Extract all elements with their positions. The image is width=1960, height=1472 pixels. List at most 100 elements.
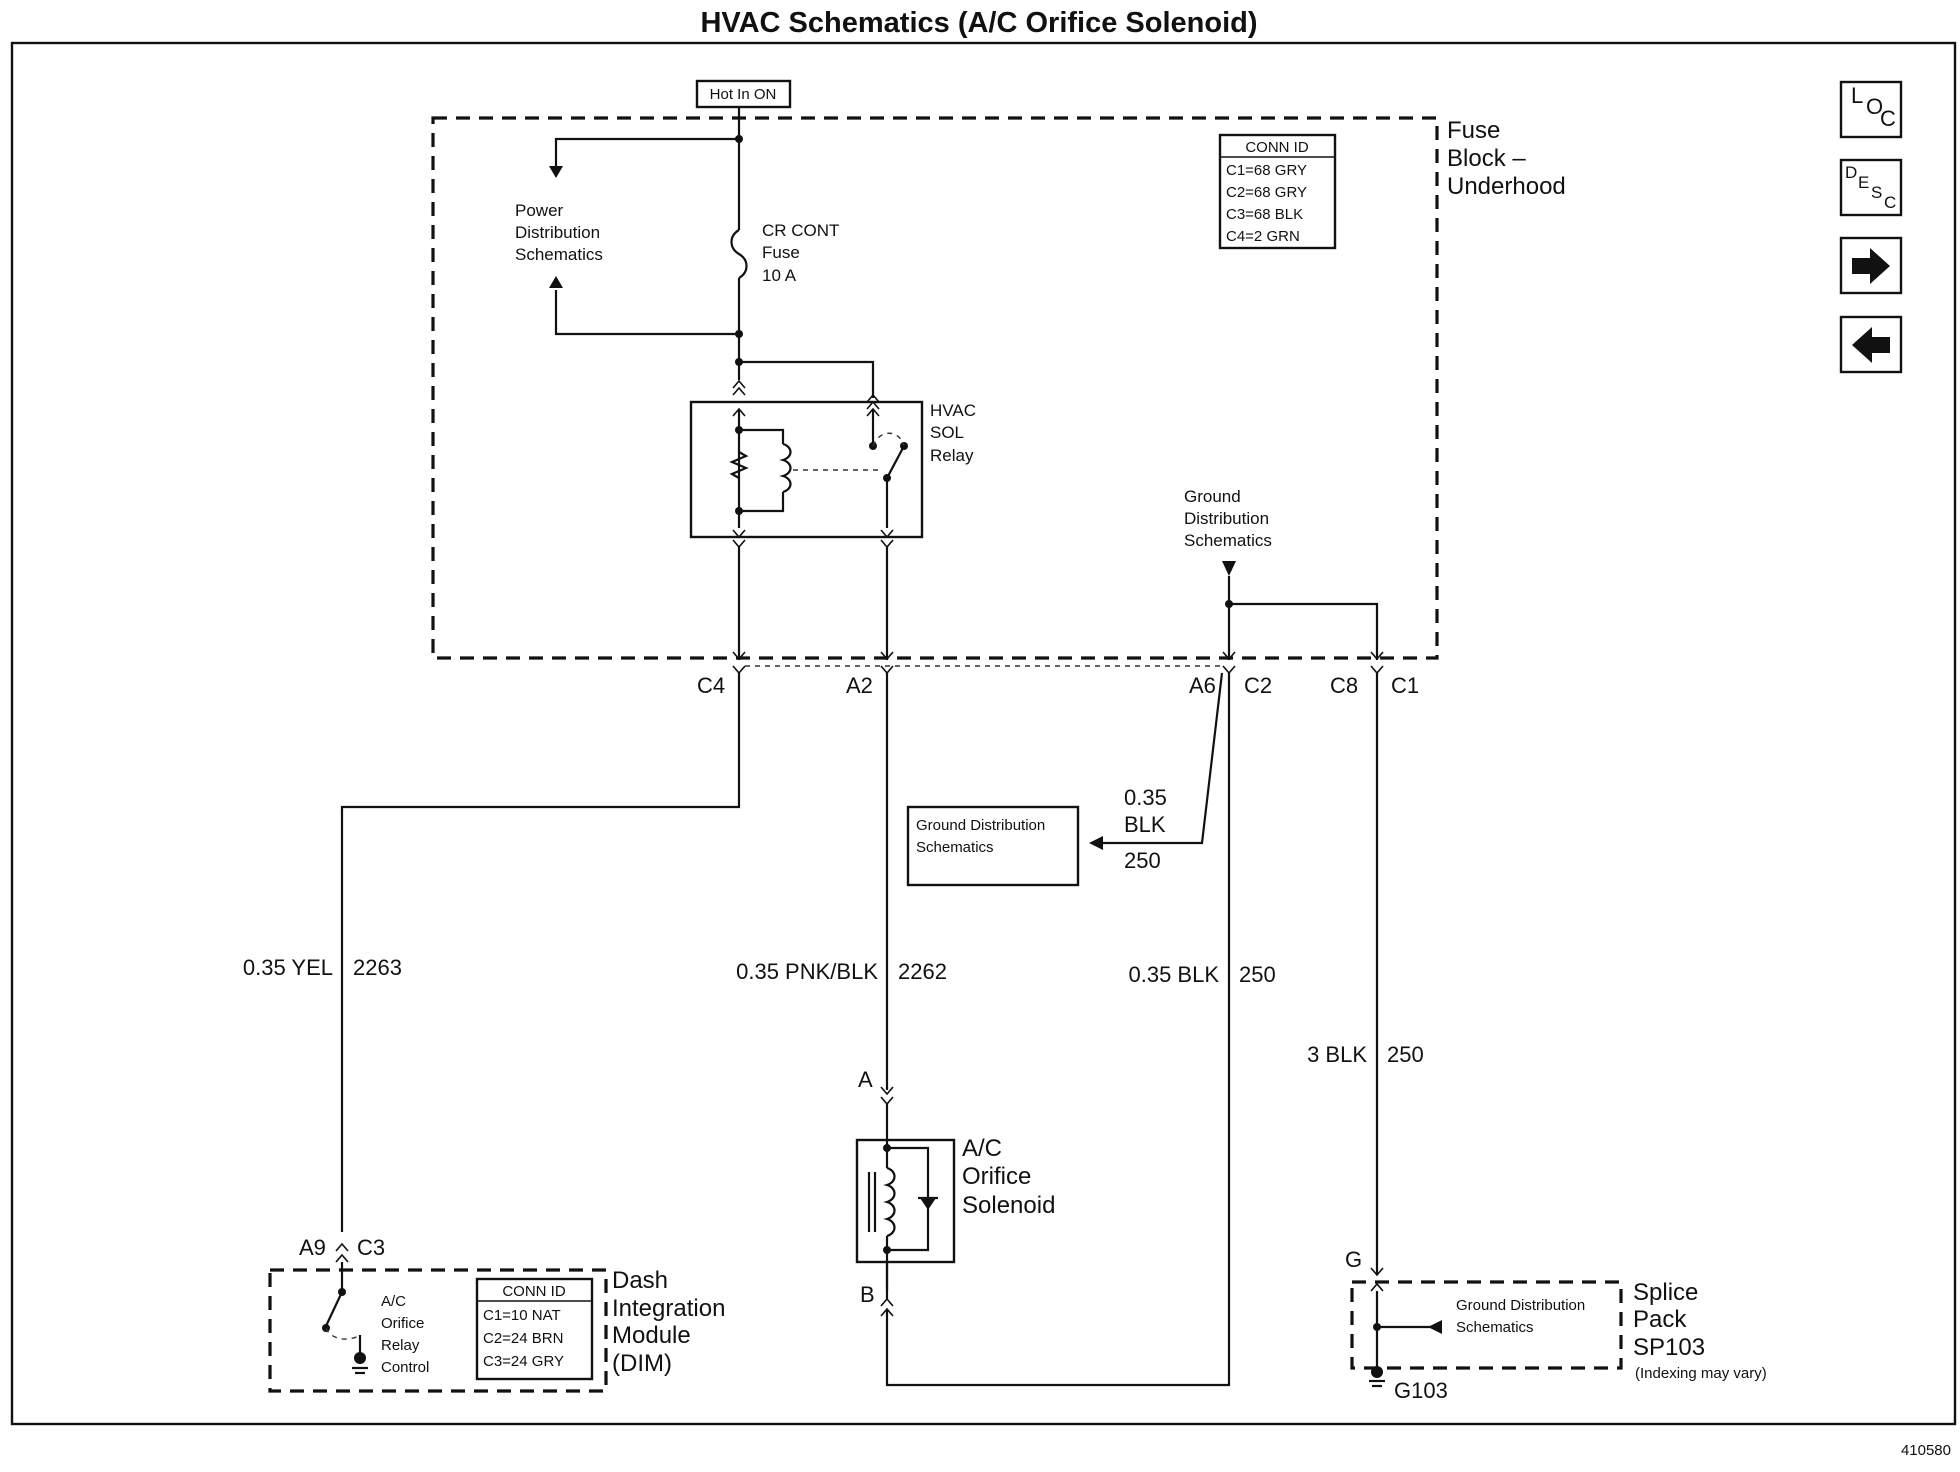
ac-orifice-solenoid-box xyxy=(855,1138,956,1264)
dim-switch-blade xyxy=(325,1291,343,1327)
wire-yel-gauge: 0.35 YEL xyxy=(243,955,333,980)
desc-letter-d: D xyxy=(1845,163,1857,182)
ground-wire-circuit: 250 xyxy=(1124,848,1161,873)
pin-g: G xyxy=(1345,1247,1362,1272)
prev-page-button[interactable] xyxy=(1839,315,1903,374)
diode-icon xyxy=(920,1198,936,1210)
pin-a9: A9 xyxy=(299,1235,326,1260)
pin-b: B xyxy=(860,1282,875,1307)
conn-id-row: C1=68 GRY xyxy=(1226,162,1307,179)
ground-c1-internal-wire xyxy=(1229,602,1379,660)
connector-chevron xyxy=(732,379,746,389)
dim-label-4: (DIM) xyxy=(612,1350,672,1377)
resistor-symbol xyxy=(729,451,749,479)
connector-chevron xyxy=(880,539,894,549)
connector-chevron xyxy=(866,393,880,403)
relay-switch-feed xyxy=(739,360,875,398)
diagram-frame xyxy=(10,41,1957,1426)
loc-letter-l: L xyxy=(1851,83,1863,108)
conn-id-row: C3=24 GRY xyxy=(483,1353,564,1370)
dim-control-label-4: Control xyxy=(381,1359,429,1376)
loc-letter-o: O xyxy=(1866,94,1883,119)
pin-c1: C1 xyxy=(1391,673,1419,698)
connector-chevron xyxy=(880,1307,894,1317)
wire-3blk-circuit: 250 xyxy=(1387,1042,1424,1067)
ground-dist-top-label-2: Distribution xyxy=(1184,509,1269,528)
fuse-block-conn-id-table: CONN ID C1=68 GRY C2=68 GRY C3=68 BLK C4… xyxy=(1218,133,1337,250)
switch-arc xyxy=(872,432,905,447)
desc-letter-c: C xyxy=(1884,193,1896,212)
ground-arrow-icon xyxy=(1222,561,1236,576)
desc-letter-e: E xyxy=(1858,173,1869,192)
conn-id-row: C1=10 NAT xyxy=(483,1307,561,1324)
splice-pack-outline xyxy=(1350,1280,1623,1370)
wire-pnk-gauge: 0.35 PNK/BLK xyxy=(736,959,878,984)
power-dist-label-2: Distribution xyxy=(515,223,600,242)
wire-blk-250 xyxy=(885,673,1231,1387)
ground-arrow-icon xyxy=(1089,836,1103,850)
relay-label-2: SOL xyxy=(930,423,964,442)
dim-label-2: Integration xyxy=(612,1295,725,1322)
dim-conn-id-table: CONN ID C1=10 NAT C2=24 BRN C3=24 GRY xyxy=(475,1277,594,1381)
connector-chevron xyxy=(335,1242,349,1252)
conn-id-row: C2=24 BRN xyxy=(483,1330,563,1347)
fuse-label-2: Fuse xyxy=(762,243,800,262)
loc-letter-c: C xyxy=(1880,106,1896,131)
splice-ground-label-1: Ground Distribution xyxy=(1456,1297,1585,1314)
wire-3blk-gauge: 3 BLK xyxy=(1307,1042,1367,1067)
connector-chevron xyxy=(866,400,880,410)
power-dist-label-1: Power xyxy=(515,201,564,220)
g103-label: G103 xyxy=(1394,1378,1448,1403)
desc-button[interactable]: D E S C xyxy=(1839,158,1903,217)
pin-c4: C4 xyxy=(697,673,725,698)
connector-chevron xyxy=(880,1297,894,1307)
next-page-button[interactable] xyxy=(1839,236,1903,295)
ground-dot-icon xyxy=(354,1352,366,1364)
wire-pnk-circuit: 2262 xyxy=(898,959,947,984)
loc-button[interactable]: L O C xyxy=(1839,80,1903,139)
dim-label-1: Dash xyxy=(612,1267,668,1294)
solenoid-label-3: Solenoid xyxy=(962,1192,1055,1219)
coil-bottom-wire xyxy=(739,492,785,513)
relay-label-1: HVAC xyxy=(930,401,976,420)
pin-c2: C2 xyxy=(1244,673,1272,698)
splice-label-3: SP103 xyxy=(1633,1334,1705,1361)
connector-chevron xyxy=(880,1096,894,1106)
pin-c8: C8 xyxy=(1330,673,1358,698)
splice-label-2: Pack xyxy=(1633,1306,1687,1333)
ground-box-label-2: Schematics xyxy=(916,839,994,856)
ground-dot-icon xyxy=(1371,1366,1383,1378)
splice-ground-label-2: Schematics xyxy=(1456,1319,1534,1336)
pin-a2: A2 xyxy=(846,673,873,698)
wire-ground-jumper xyxy=(1095,672,1224,845)
pin-a6: A6 xyxy=(1189,673,1216,698)
pin-a: A xyxy=(858,1067,873,1092)
fuse-block-outline xyxy=(431,116,1439,660)
solenoid-label-2: Orifice xyxy=(962,1163,1031,1190)
fuse-label-3: 10 A xyxy=(762,266,797,285)
relay-switch-blade xyxy=(886,445,905,479)
connector-chevron xyxy=(732,539,746,549)
relay-label-3: Relay xyxy=(930,446,974,465)
wire-blk-circuit: 250 xyxy=(1239,962,1276,987)
splice-label-1: Splice xyxy=(1633,1279,1698,1306)
power-dist-wire-bottom xyxy=(554,290,739,336)
connector-chevron xyxy=(880,1086,894,1096)
fuse-label-1: CR CONT xyxy=(762,221,839,240)
connector-chevron xyxy=(1370,1282,1384,1292)
hot-in-on-box xyxy=(695,79,792,109)
fuse-block-label-1: Fuse xyxy=(1447,117,1500,144)
left-arrow-icon xyxy=(1852,327,1890,363)
ground-dist-box xyxy=(906,805,1080,887)
connector-chevron xyxy=(732,529,746,539)
wire-blk-gauge: 0.35 BLK xyxy=(1128,962,1219,987)
pin-c3: C3 xyxy=(357,1235,385,1260)
conn-id-row: C2=68 GRY xyxy=(1226,184,1307,201)
dim-control-label-2: Orifice xyxy=(381,1315,424,1332)
dim-control-label-1: A/C xyxy=(381,1293,406,1310)
ground-dist-top-label-1: Ground xyxy=(1184,487,1241,506)
coil-top-wire xyxy=(739,428,785,444)
conn-id-row: C3=68 BLK xyxy=(1226,206,1303,223)
switch-arc xyxy=(325,1327,361,1340)
ground-dist-top-label-3: Schematics xyxy=(1184,531,1272,550)
